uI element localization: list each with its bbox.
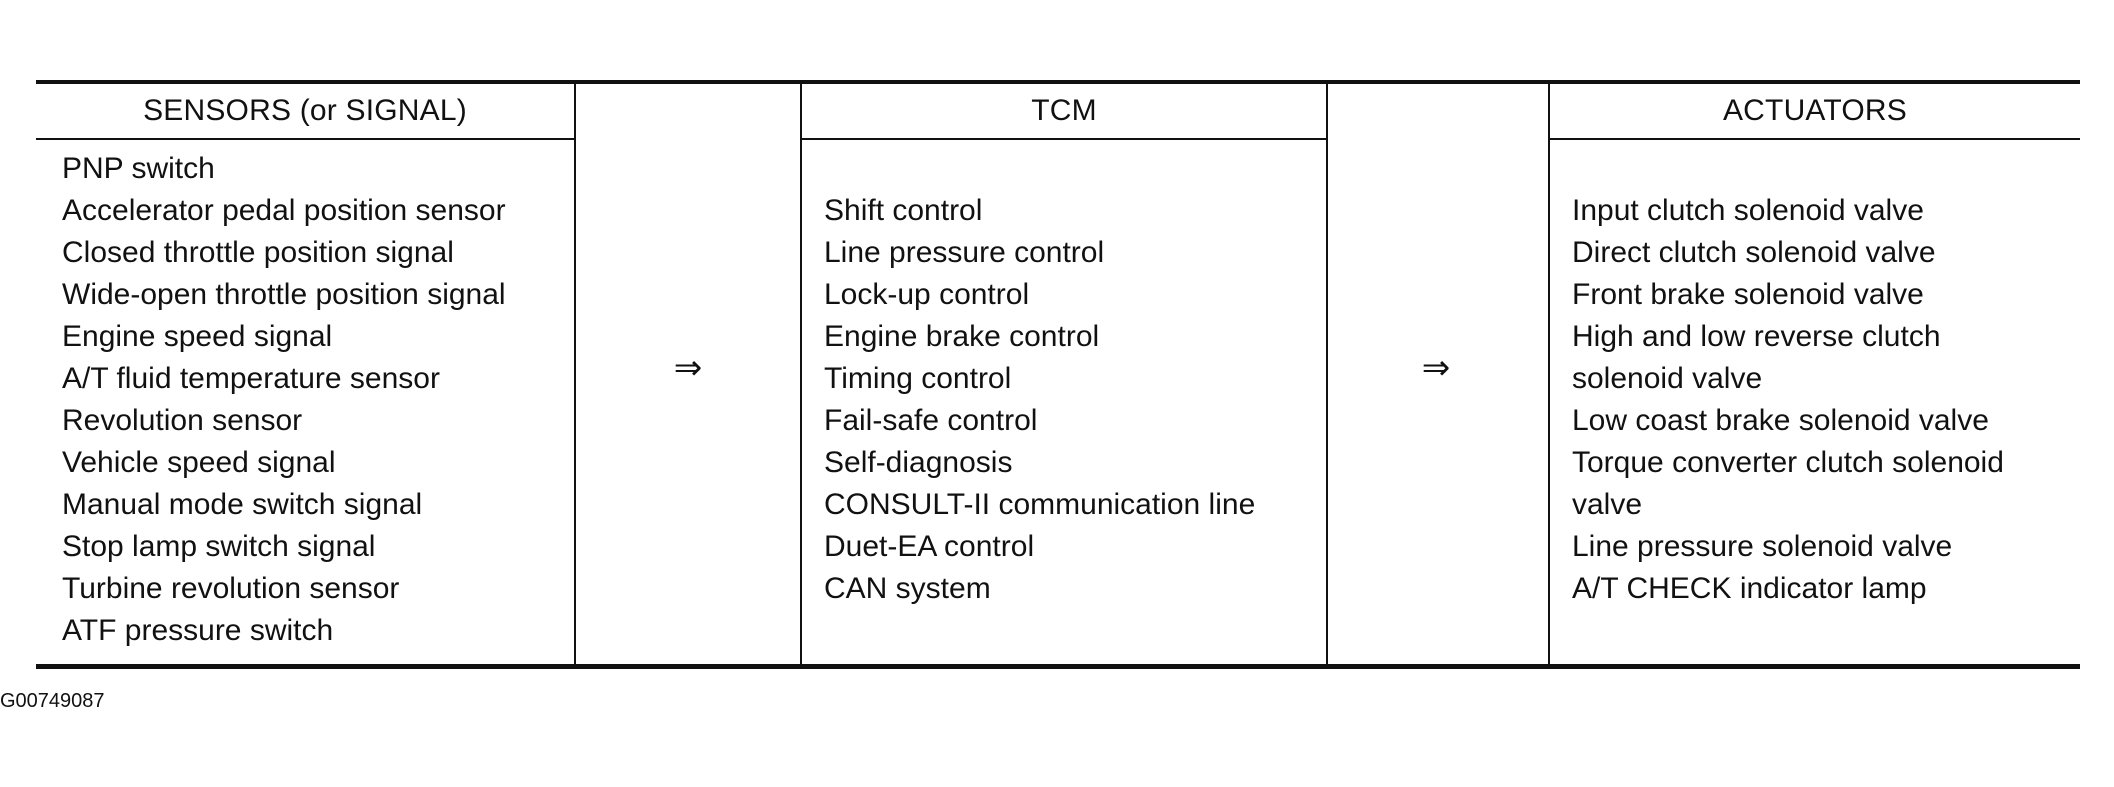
sensors-header: SENSORS (or SIGNAL) — [143, 94, 467, 127]
sensor-item: Revolution sensor — [62, 404, 303, 437]
actuator-item: valve — [1572, 488, 1643, 521]
tcm-header-rule — [800, 138, 1328, 140]
divider-actuators-left — [1548, 82, 1550, 666]
tcm-functions-list: Shift control Line pressure control Lock… — [824, 190, 1255, 610]
actuator-item: Line pressure solenoid valve — [1572, 530, 1953, 563]
tcm-item: Engine brake control — [824, 320, 1100, 353]
actuator-item: Direct clutch solenoid valve — [1572, 236, 1936, 269]
sensor-item: Engine speed signal — [62, 320, 333, 353]
tcm-item: Self-diagnosis — [824, 446, 1013, 479]
tcm-item: CAN system — [824, 572, 991, 605]
tcm-item: Duet-EA control — [824, 530, 1035, 563]
sensors-list: PNP switch Accelerator pedal position se… — [62, 148, 506, 652]
actuator-item: solenoid valve — [1572, 362, 1763, 395]
actuators-list: Input clutch solenoid valve Direct clutc… — [1572, 190, 2004, 610]
actuator-item: Input clutch solenoid valve — [1572, 194, 1924, 227]
tcm-item: Line pressure control — [824, 236, 1105, 269]
tcm-item: Fail-safe control — [824, 404, 1038, 437]
sensor-item: Accelerator pedal position sensor — [62, 194, 506, 227]
tcm-item: Shift control — [824, 194, 983, 227]
right-double-arrow-icon: ⇒ — [1421, 349, 1451, 387]
figure-id: G00749087 — [0, 690, 105, 712]
control-system-table: SENSORS (or SIGNAL) TCM ACTUATORS PNP sw… — [36, 80, 2080, 670]
divider-tcm-right — [1326, 82, 1328, 666]
tcm-item: Timing control — [824, 362, 1012, 395]
tcm-item: Lock-up control — [824, 278, 1030, 311]
actuator-item: High and low reverse clutch — [1572, 320, 1941, 353]
sensor-item: Wide-open throttle position signal — [62, 278, 506, 311]
actuator-item: A/T CHECK indicator lamp — [1572, 572, 1927, 605]
right-double-arrow-icon: ⇒ — [673, 349, 703, 387]
actuators-header-rule — [1548, 138, 2080, 140]
actuators-header: ACTUATORS — [1722, 94, 1908, 127]
tcm-header: TCM — [1031, 94, 1097, 127]
table-top-rule — [36, 80, 2080, 84]
sensor-item: ATF pressure switch — [62, 614, 334, 647]
actuator-item: Torque converter clutch solenoid — [1572, 446, 2004, 479]
sensor-item: Vehicle speed signal — [62, 446, 336, 479]
actuator-item: Low coast brake solenoid valve — [1572, 404, 1989, 437]
actuator-item: Front brake solenoid valve — [1572, 278, 1924, 311]
sensor-item: PNP switch — [62, 152, 215, 185]
sensor-item: Closed throttle position signal — [62, 236, 454, 269]
sensor-item: A/T fluid temperature sensor — [62, 362, 440, 395]
sensor-item: Turbine revolution sensor — [62, 572, 400, 605]
divider-sensors-right — [574, 82, 576, 666]
sensors-header-rule — [36, 138, 574, 140]
sensor-item: Stop lamp switch signal — [62, 530, 376, 563]
divider-tcm-left — [800, 82, 802, 666]
table-bottom-rule — [36, 664, 2080, 669]
tcm-item: CONSULT-II communication line — [824, 488, 1256, 521]
sensor-item: Manual mode switch signal — [62, 488, 423, 521]
